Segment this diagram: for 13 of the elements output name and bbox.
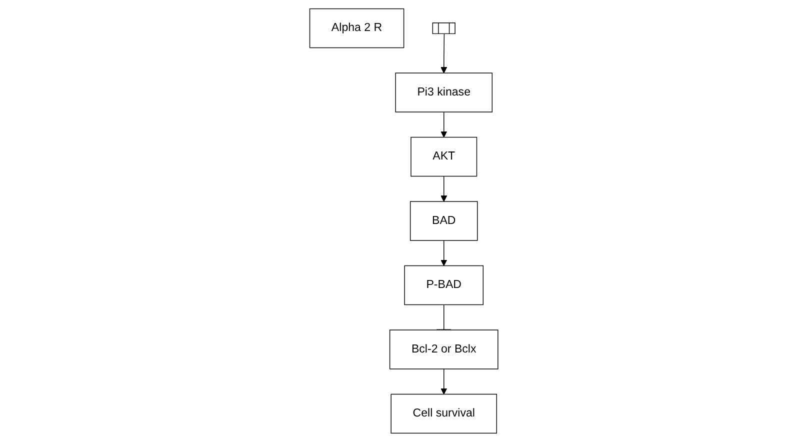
node-box: Cell survival bbox=[390, 394, 497, 434]
arrow bbox=[440, 176, 447, 202]
node-box: Alpha 2 R bbox=[309, 8, 404, 48]
node-box: AKT bbox=[410, 136, 477, 177]
arrow bbox=[440, 368, 447, 395]
node-box: BAD bbox=[410, 201, 478, 241]
arrow bbox=[440, 34, 447, 74]
node-box bbox=[432, 22, 456, 34]
node-box: Bcl-2 or Bclx bbox=[389, 330, 498, 370]
arrow bbox=[440, 112, 447, 138]
node-box: Pi3 kinase bbox=[394, 72, 492, 112]
arrow bbox=[440, 240, 447, 266]
node-box: P-BAD bbox=[404, 265, 484, 306]
